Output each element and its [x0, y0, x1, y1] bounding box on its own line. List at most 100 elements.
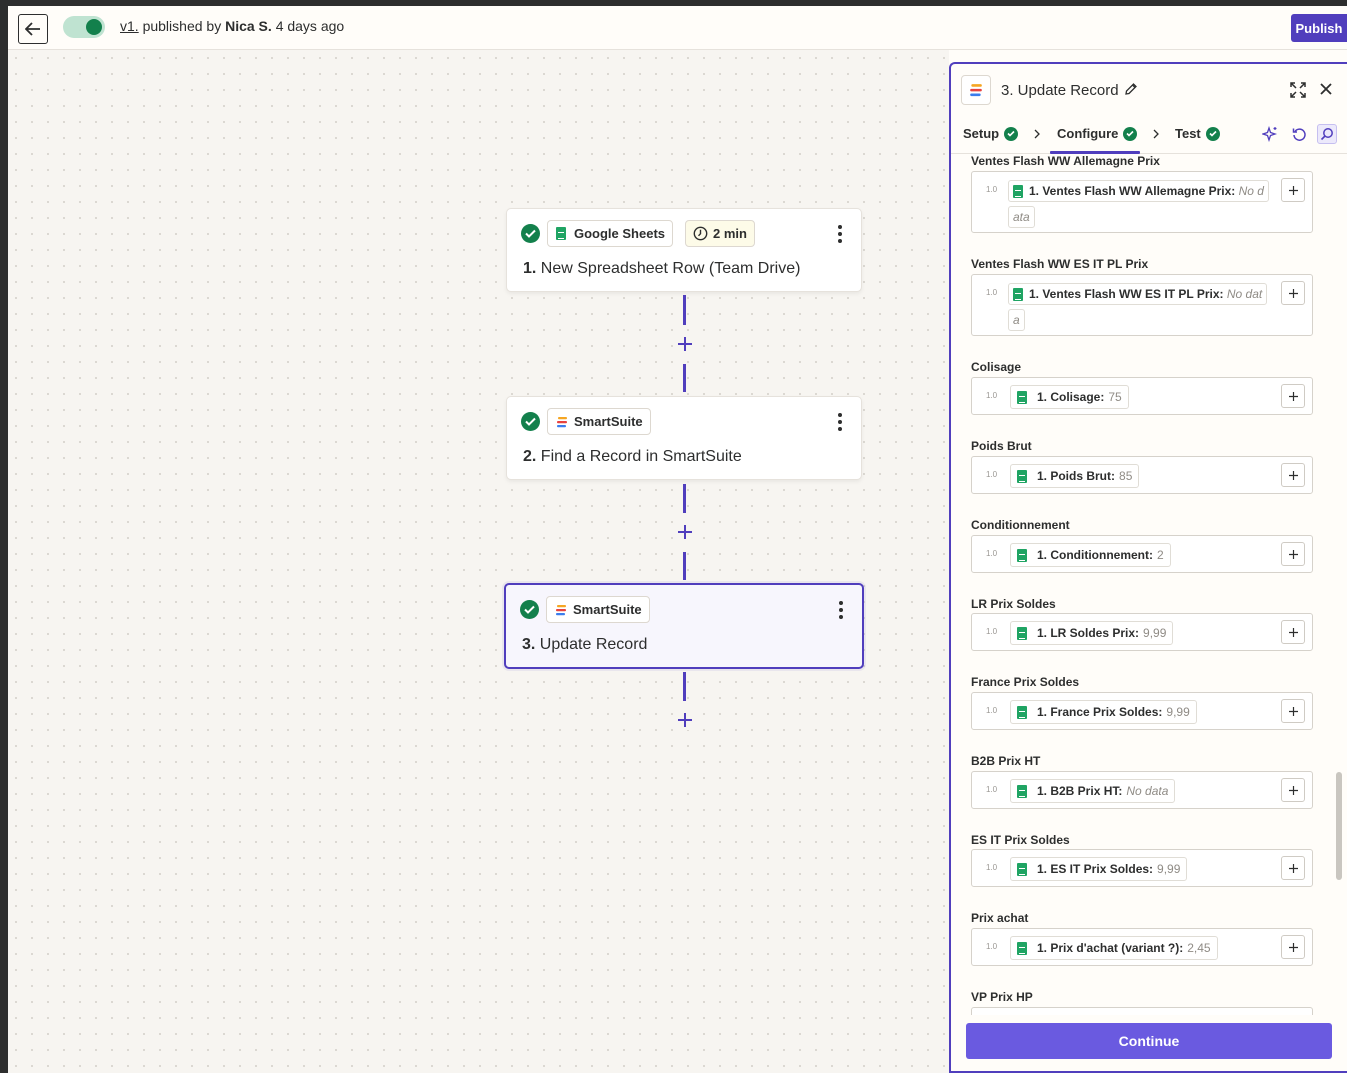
insert-data-button[interactable] [1281, 178, 1305, 202]
pill-value-continued: a [1013, 313, 1020, 327]
search-button[interactable] [1317, 124, 1337, 144]
publish-button[interactable]: Publish [1291, 14, 1347, 42]
add-step-button[interactable] [674, 521, 695, 542]
plus-icon [677, 336, 692, 351]
version-tag: 1.0 [986, 942, 998, 951]
mapped-value-pill[interactable]: 1. Conditionnement: 2 [1010, 543, 1171, 567]
field-input-es-it-prix-soldes[interactable]: 1.0 1. ES IT Prix Soldes: 9,99 [971, 849, 1313, 887]
app-chip-smartsuite: SmartSuite [546, 596, 650, 623]
more-options-icon[interactable] [834, 599, 848, 621]
close-icon[interactable] [1319, 82, 1333, 96]
mapped-value-pill[interactable]: 1. Prix d'achat (variant ?): 2,45 [1010, 936, 1218, 960]
sparkle-icon [1262, 126, 1278, 142]
insert-data-button[interactable] [1281, 542, 1305, 566]
step-complete-check-icon [520, 600, 539, 619]
field-input-ventes-flash-allemagne[interactable]: 1.0 1. Ventes Flash WW Allemagne Prix: N… [971, 171, 1313, 233]
editor-topbar: v1. published by Nica S. 4 days ago Publ… [8, 6, 1347, 50]
arrow-left-icon [25, 22, 40, 36]
mapped-value-pill[interactable]: 1. France Prix Soldes: 9,99 [1010, 700, 1197, 724]
field-input-france-prix-soldes[interactable]: 1.0 1. France Prix Soldes: 9,99 [971, 692, 1313, 730]
field-label: Ventes Flash WW ES IT PL Prix [971, 257, 1149, 271]
panel-scrollbar-thumb[interactable] [1336, 772, 1342, 880]
insert-data-button[interactable] [1281, 463, 1305, 487]
zap-on-off-toggle[interactable] [63, 16, 105, 38]
ai-sparkle-button[interactable] [1260, 124, 1280, 144]
field-input-b2b-prix-ht[interactable]: 1.0 1. B2B Prix HT: No data [971, 771, 1313, 809]
insert-data-button[interactable] [1281, 384, 1305, 408]
expand-icon[interactable] [1290, 82, 1306, 98]
plus-icon [677, 524, 692, 539]
step-name: Find a Record in SmartSuite [540, 448, 742, 465]
field-input-lr-prix-soldes[interactable]: 1.0 1. LR Soldes Prix: 9,99 [971, 613, 1313, 651]
version-tag: 1.0 [986, 549, 998, 558]
step-card-3[interactable]: SmartSuite 3. Update Record [504, 583, 864, 669]
field-mapping-list[interactable]: Ventes Flash WW Allemagne Prix 1.0 1. Ve… [951, 155, 1347, 1015]
field-input-ventes-flash-es-it-pl[interactable]: 1.0 1. Ventes Flash WW ES IT PL Prix: No… [971, 274, 1313, 336]
version-link[interactable]: v1. [120, 18, 139, 34]
insert-data-button[interactable] [1281, 699, 1305, 723]
step-title: 1. New Spreadsheet Row (Team Drive) [523, 260, 800, 278]
field-label: Ventes Flash WW Allemagne Prix [971, 155, 1160, 168]
app-name: Google Sheets [574, 226, 666, 241]
tab-test[interactable]: Test [1175, 126, 1220, 141]
field-input-vp-prix-hp[interactable] [971, 1007, 1313, 1015]
mapped-value-pill[interactable]: 1. B2B Prix HT: No data [1010, 779, 1176, 803]
more-options-icon[interactable] [833, 223, 847, 245]
published-when: 4 days ago [275, 18, 345, 34]
field-input-conditionnement[interactable]: 1.0 1. Conditionnement: 2 [971, 535, 1313, 573]
plus-icon [677, 712, 692, 727]
step-connector [683, 552, 686, 580]
tab-label: Configure [1057, 126, 1119, 141]
step-number: 2. [523, 448, 537, 465]
field-input-poids-brut[interactable]: 1.0 1. Poids Brut: 85 [971, 456, 1313, 494]
check-icon [1205, 126, 1220, 141]
google-sheets-icon [1017, 548, 1027, 562]
mapped-value-pill[interactable]: 1. Colisage: 75 [1010, 385, 1129, 409]
mapped-value-pill[interactable]: 1. Ventes Flash WW ES IT PL Prix: No dat… [1008, 282, 1280, 333]
field-label: VP Prix HP [971, 990, 1033, 1004]
tab-configure[interactable]: Configure [1057, 126, 1138, 141]
pill-name: 1. Conditionnement: [1037, 548, 1153, 562]
insert-data-button[interactable] [1281, 620, 1305, 644]
field-label: B2B Prix HT [971, 754, 1041, 768]
add-step-button[interactable] [674, 709, 695, 730]
refresh-button[interactable] [1289, 124, 1309, 144]
continue-button[interactable]: Continue [966, 1023, 1332, 1059]
step-card-2[interactable]: SmartSuite 2. Find a Record in SmartSuit… [506, 396, 862, 480]
insert-data-button[interactable] [1281, 778, 1305, 802]
insert-data-button[interactable] [1281, 856, 1305, 880]
plus-icon [1288, 863, 1298, 873]
field-label: ES IT Prix Soldes [971, 833, 1070, 847]
plus-icon [1288, 391, 1298, 401]
pill-value: 2,45 [1187, 941, 1211, 955]
chevron-right-icon [1153, 129, 1159, 139]
mapped-value-pill[interactable]: 1. Poids Brut: 85 [1010, 464, 1140, 488]
insert-data-button[interactable] [1281, 935, 1305, 959]
add-step-button[interactable] [674, 333, 695, 354]
panel-app-icon [961, 75, 991, 105]
field-label: Poids Brut [971, 439, 1032, 453]
field-input-prix-achat[interactable]: 1.0 1. Prix d'achat (variant ?): 2,45 [971, 928, 1313, 966]
plus-icon [1288, 185, 1298, 195]
more-options-icon[interactable] [833, 411, 847, 433]
tab-setup[interactable]: Setup [963, 126, 1019, 141]
workflow-canvas[interactable]: Google Sheets 2 min 1. New Spreadsheet R… [8, 50, 949, 1073]
mapped-value-pill[interactable]: 1. ES IT Prix Soldes: 9,99 [1010, 857, 1188, 881]
chevron-right-icon [1034, 129, 1040, 139]
plus-icon [1288, 549, 1298, 559]
mapped-value-pill[interactable]: 1. LR Soldes Prix: 9,99 [1010, 621, 1174, 645]
mapped-value-pill[interactable]: 1. Ventes Flash WW Allemagne Prix: No d … [1008, 179, 1280, 230]
step-connector [683, 672, 686, 701]
insert-data-button[interactable] [1281, 281, 1305, 305]
panel-header: 3. Update Record [951, 64, 1347, 114]
pencil-icon[interactable] [1124, 82, 1138, 96]
version-tag: 1.0 [986, 391, 998, 400]
app-name: SmartSuite [573, 602, 642, 617]
time-badge-label: 2 min [713, 226, 747, 241]
polling-time-badge: 2 min [685, 220, 755, 247]
back-button[interactable] [18, 14, 48, 44]
version-tag: 1.0 [986, 863, 998, 872]
field-input-colisage[interactable]: 1.0 1. Colisage: 75 [971, 377, 1313, 415]
step-card-1[interactable]: Google Sheets 2 min 1. New Spreadsheet R… [506, 208, 862, 292]
pill-name: 1. France Prix Soldes: [1037, 705, 1163, 719]
